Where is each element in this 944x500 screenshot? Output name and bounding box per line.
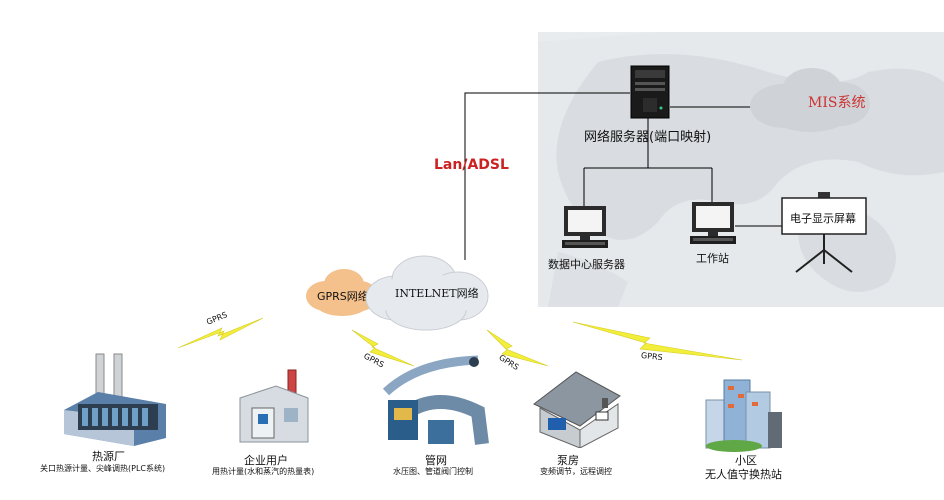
- residential-district-icon: [705, 379, 782, 452]
- workstation-label: 工作站: [696, 252, 729, 265]
- network-server-label: 网络服务器(端口映射): [584, 130, 712, 145]
- gprs-bolt-heat-source: [177, 317, 264, 349]
- node-district-title: 小区: [735, 454, 757, 467]
- node-heat-source-subtitle: 关口热源计量、尖峰调热(PLC系统): [40, 464, 166, 473]
- heat-source-plant-icon: [64, 353, 166, 446]
- pump-house-icon: [533, 371, 621, 448]
- node-enterprise-title: 企业用户: [244, 454, 288, 467]
- node-pipe-title: 管网: [425, 454, 447, 467]
- gprs-bolt-pump: [486, 329, 549, 367]
- node-district-subtitle: 无人值守换热站: [705, 468, 782, 481]
- pipe-network-icon: [382, 355, 489, 445]
- enterprise-user-icon: [239, 369, 309, 443]
- data-center-monitor-icon: [562, 206, 608, 248]
- data-center-label: 数据中心服务器: [548, 258, 625, 271]
- display-screen-label: 电子显示屏幕: [790, 212, 856, 225]
- lan-line: [464, 92, 630, 260]
- server-tower-icon: [630, 65, 670, 119]
- mis-cloud: [750, 68, 870, 132]
- internet-cloud: [365, 255, 489, 331]
- workstation-monitor-icon: [690, 202, 736, 244]
- gprs-cloud: [306, 269, 378, 316]
- mis-system-label: MIS系统: [808, 95, 866, 111]
- node-pipe-subtitle: 水压图、管道阀门控制: [393, 467, 473, 476]
- display-screen-icon: [781, 192, 867, 273]
- internet-network-label: INTELNET网络: [395, 287, 479, 300]
- gprs-bolt-pipe: [351, 329, 415, 367]
- node-pump-subtitle: 变频调节，远程调控: [540, 467, 612, 476]
- gprs-bolt-district: [572, 321, 743, 361]
- lan-adsl-label: Lan/ADSL: [434, 157, 509, 173]
- node-enterprise-subtitle: 用热计量(水和蒸汽的热量表): [212, 467, 315, 476]
- node-pump-title: 泵房: [557, 454, 579, 467]
- node-heat-source-title: 热源厂: [92, 450, 125, 463]
- gprs-network-label: GPRS网络: [317, 290, 369, 303]
